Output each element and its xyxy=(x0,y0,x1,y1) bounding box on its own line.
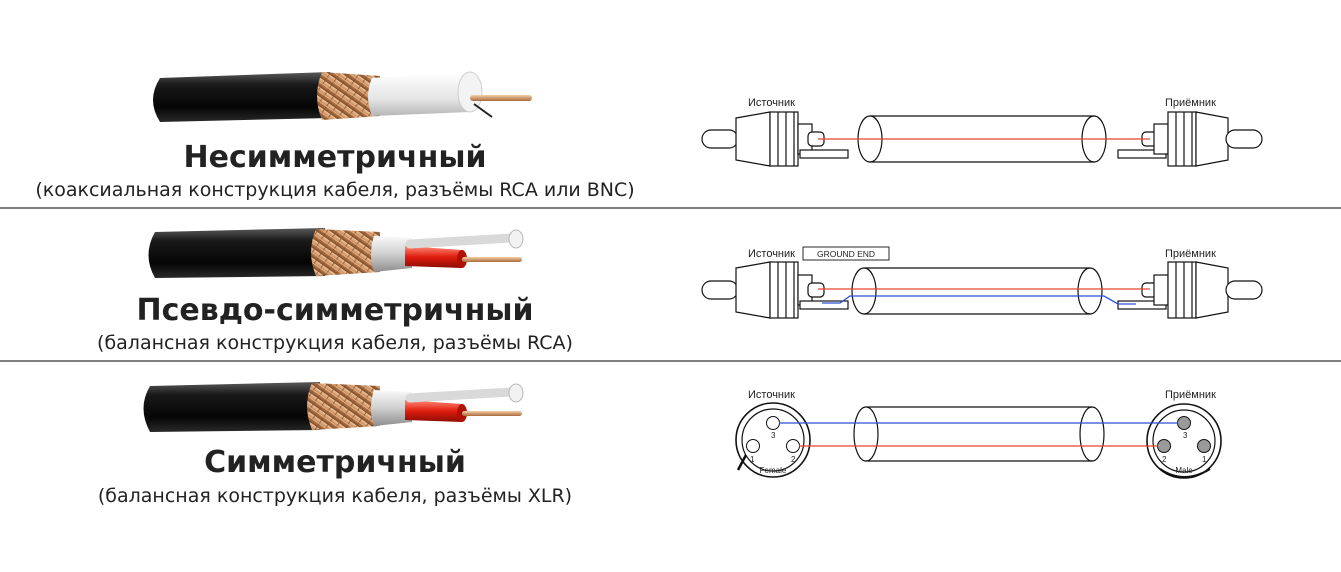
section-3-dest-label: Приёмник xyxy=(1165,389,1216,401)
female-pin-3-label: 3 xyxy=(771,431,776,440)
male-pin-3 xyxy=(1177,416,1191,430)
male-pin-3-label: 3 xyxy=(1183,431,1188,440)
male-pin-1 xyxy=(1197,439,1211,453)
return-wire-2 xyxy=(822,295,1136,305)
female-pin-2-label: 2 xyxy=(791,455,796,464)
balanced-wiring-schematic xyxy=(735,402,1222,479)
coax-wiring-schematic xyxy=(701,111,1263,167)
female-pin-2 xyxy=(786,439,800,453)
female-label: Female xyxy=(760,466,787,475)
section-3-title: Симметричный xyxy=(204,445,466,480)
male-pin-1-label: 1 xyxy=(1202,455,1207,464)
ground-end-label: GROUND END xyxy=(817,249,875,259)
section-2-subtitle: (балансная конструкция кабеля, разъёмы R… xyxy=(97,332,573,354)
section-1-subtitle: (коаксиальная конструкция кабеля, разъём… xyxy=(35,179,634,201)
section-2-dest-label: Приёмник xyxy=(1165,248,1216,260)
female-pin-3 xyxy=(766,416,780,430)
ground-end-box xyxy=(802,246,890,261)
pseudo-balanced-wiring-schematic xyxy=(701,261,1263,319)
section-3-source-label: Источник xyxy=(748,389,795,401)
section-2-title: Псевдо-симметричный xyxy=(136,293,533,328)
balanced-cable-illustration xyxy=(143,382,524,432)
pseudo-balanced-cable-illustration xyxy=(148,228,524,278)
male-pin-2 xyxy=(1157,439,1171,453)
coax-cable-illustration xyxy=(153,71,532,122)
male-label: Male xyxy=(1175,466,1193,475)
female-pin-1 xyxy=(746,439,760,453)
section-1-dest-label: Приёмник xyxy=(1165,97,1216,109)
section-2-source-label: Источник xyxy=(748,248,795,260)
section-3-subtitle: (балансная конструкция кабеля, разъёмы X… xyxy=(98,485,572,507)
female-pin-1-label: 1 xyxy=(750,455,755,464)
section-1-source-label: Источник xyxy=(748,97,795,109)
section-1-title: Несимметричный xyxy=(183,140,486,175)
male-pin-2-label: 2 xyxy=(1162,455,1167,464)
